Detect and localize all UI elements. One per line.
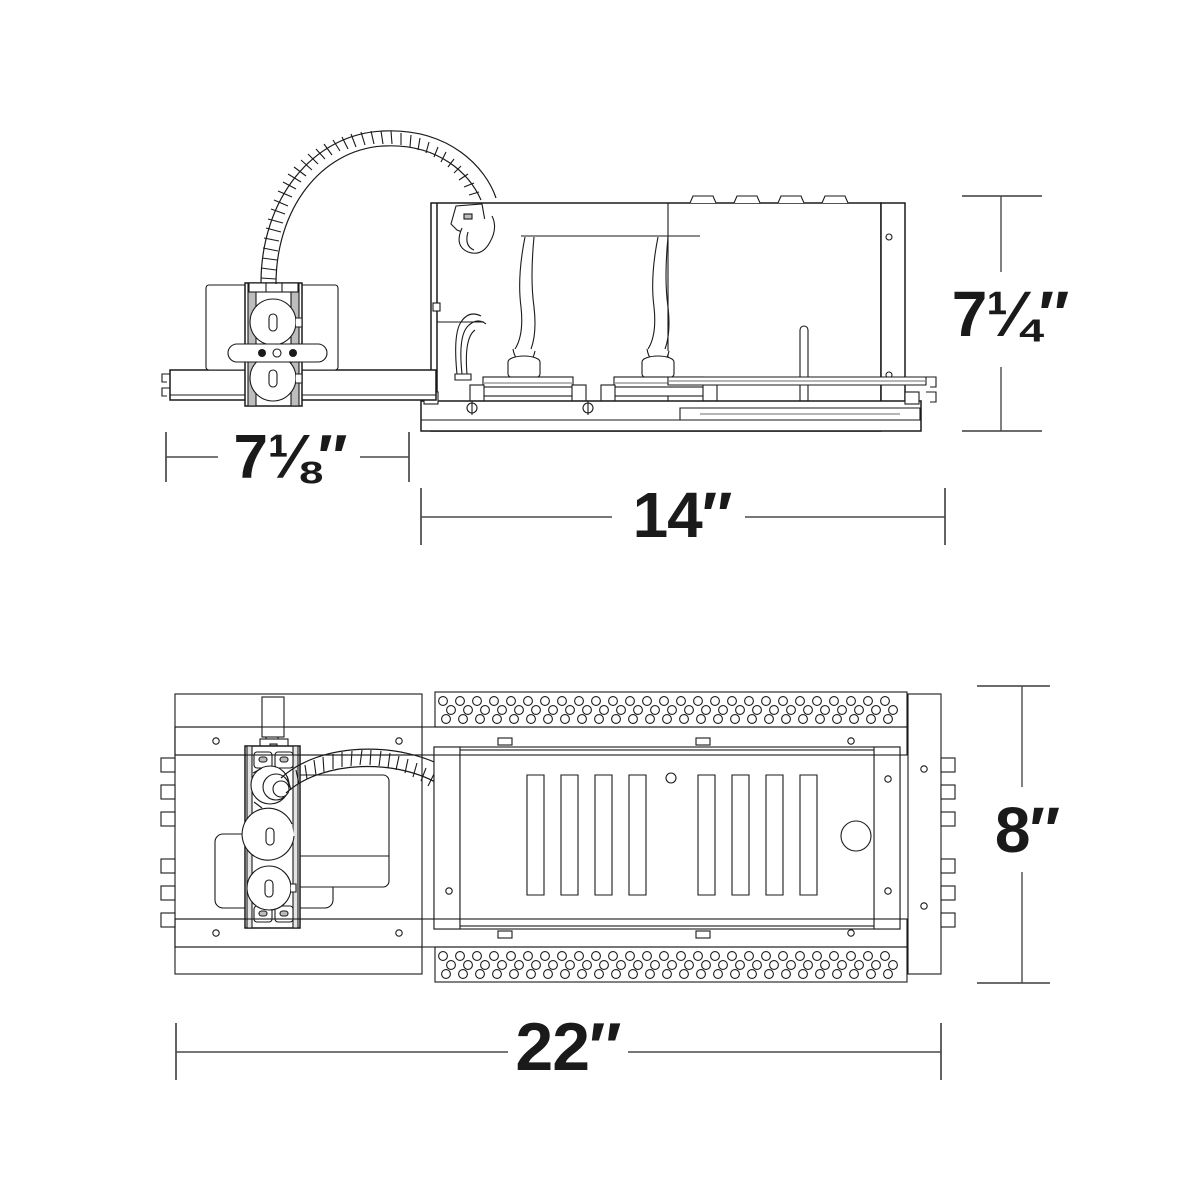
mounting-strap	[227, 343, 328, 363]
ceiling-flange	[161, 369, 437, 401]
dimension-label-width-14: 14″	[607, 483, 757, 547]
perforated-mounting-strip	[434, 691, 908, 983]
side-elevation-view	[161, 130, 1042, 545]
plan-view	[160, 685, 1050, 1080]
knockout-circle	[249, 298, 303, 346]
dimension-label-height: 7¼″	[950, 282, 1070, 346]
louver-slot	[526, 774, 818, 896]
knockout-circle	[249, 354, 303, 402]
dimension-height-7-1-4	[962, 195, 1042, 432]
knockout-circle	[241, 807, 295, 861]
dimension-value-8: 8″	[994, 794, 1060, 866]
dimension-label-offset: 7⅛″	[210, 427, 370, 489]
conduit-connector	[450, 203, 496, 254]
dimension-depth-8	[977, 685, 1050, 984]
trim-flange	[667, 376, 937, 421]
dimension-value-14: 14″	[632, 479, 733, 551]
wiring-harness	[454, 313, 487, 381]
dimension-value-7-1-4: 7¼″	[951, 278, 1070, 350]
knockout-circle	[246, 865, 297, 911]
partition-wall	[432, 203, 484, 420]
dimension-label-width-22: 22″	[503, 1013, 633, 1081]
conduit-entry	[250, 765, 290, 809]
junction-box	[205, 282, 339, 407]
lamp-socket	[507, 236, 541, 381]
junction-box	[241, 696, 301, 929]
mounting-bracket	[907, 693, 956, 975]
mounting-tab	[689, 195, 849, 204]
flexible-conduit	[260, 130, 497, 285]
mounting-bracket	[160, 757, 176, 928]
dimension-value-7-1-8: 7⅛″	[233, 423, 348, 492]
dimension-overall-width-22	[175, 1023, 942, 1080]
dimension-value-22: 22″	[515, 1009, 621, 1085]
dimension-width-14	[420, 488, 946, 545]
dimension-offset-7-1-8	[165, 432, 410, 482]
dimension-label-depth-8: 8″	[972, 798, 1082, 862]
